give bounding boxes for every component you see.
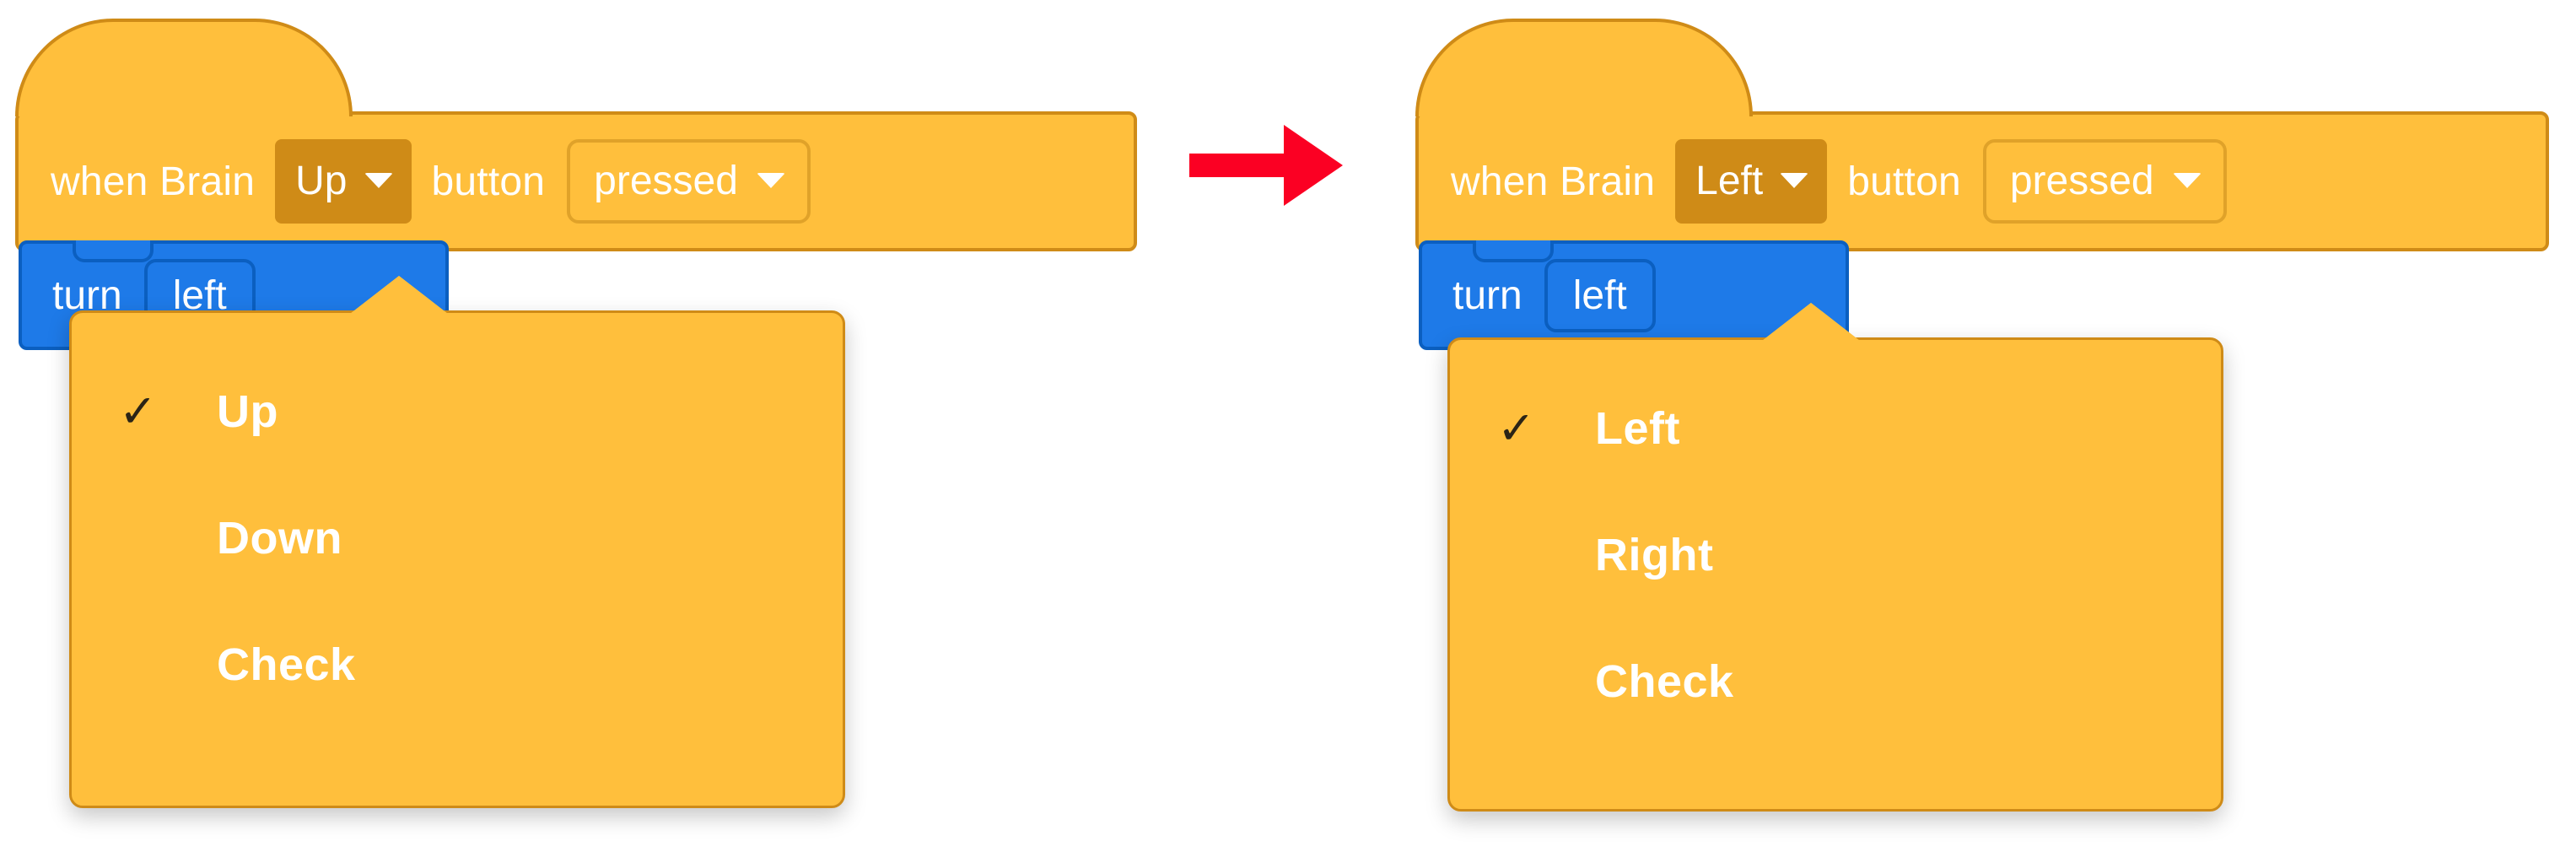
menu-item-label: Down [217, 513, 342, 564]
menu-item-check[interactable]: Check [1450, 618, 2221, 745]
button-dropdown-value: Up [295, 158, 348, 203]
menu-item-left[interactable]: ✓ Left [1450, 365, 2221, 492]
state-dropdown-value: pressed [594, 158, 738, 203]
state-dropdown-field[interactable]: pressed [1982, 139, 2227, 224]
red-right-arrow [1189, 125, 1343, 206]
check-icon: ✓ [1497, 403, 1536, 454]
block-notch [73, 240, 154, 262]
state-dropdown-field[interactable]: pressed [567, 139, 811, 224]
menu-item-right[interactable]: Right [1450, 492, 2221, 618]
button-dropdown-value: Left [1695, 158, 1764, 203]
button-dropdown-menu[interactable]: ✓ Left Right Check [1447, 303, 2223, 812]
hat-block-when-brain-button[interactable]: when Brain Left button pressed [1415, 19, 2549, 255]
hat-block-middle-label: button [1847, 159, 1961, 204]
button-dropdown-field[interactable]: Up [275, 139, 412, 224]
menu-item-up[interactable]: ✓ Up [72, 348, 843, 475]
menu-item-label: Right [1595, 530, 1714, 580]
arrow-shaft [1189, 154, 1284, 177]
chevron-down-icon [756, 173, 785, 188]
hat-block-seam-cover [20, 106, 346, 125]
block-notch [1473, 240, 1554, 262]
chevron-down-icon [364, 173, 393, 188]
stack-block-direction-field[interactable]: left [1544, 258, 1656, 332]
chevron-down-icon [2172, 173, 2201, 188]
button-dropdown-field[interactable]: Left [1675, 139, 1828, 224]
panel-after: turn left when Brain Left button pressed… [1400, 0, 2576, 852]
hat-block-dome [1415, 19, 1753, 116]
state-dropdown-value: pressed [2009, 158, 2154, 203]
chevron-down-icon [1780, 173, 1809, 188]
menu-item-check[interactable]: Check [72, 601, 843, 728]
stack-block-label: turn [52, 272, 122, 318]
hat-block-body [15, 111, 1137, 251]
menu-pointer [1762, 303, 1860, 341]
stack-block-label: turn [1452, 272, 1522, 318]
hat-block-prefix-label: when Brain [51, 159, 256, 204]
menu-item-label: Up [217, 386, 278, 437]
menu-item-label: Left [1595, 403, 1680, 454]
hat-block-content-row: when Brain Up button pressed [15, 111, 1137, 251]
hat-block-content-row: when Brain Left button pressed [1415, 111, 2549, 251]
menu-item-label: Check [217, 639, 356, 690]
menu-item-label: Check [1595, 656, 1734, 707]
hat-block-body [1415, 111, 2549, 251]
hat-block-prefix-label: when Brain [1451, 159, 1656, 204]
hat-block-middle-label: button [431, 159, 546, 204]
panel-before: turn left when Brain Up button pressed ✓ [0, 0, 1172, 852]
menu-item-down[interactable]: Down [72, 475, 843, 601]
hat-block-seam-cover [1420, 106, 1746, 125]
check-icon: ✓ [119, 386, 158, 437]
menu-pointer [350, 276, 448, 314]
arrow-head [1284, 125, 1343, 206]
hat-block-dome [15, 19, 353, 116]
button-dropdown-menu[interactable]: ✓ Up Down Check [69, 276, 845, 808]
hat-block-when-brain-button[interactable]: when Brain Up button pressed [15, 19, 1137, 255]
